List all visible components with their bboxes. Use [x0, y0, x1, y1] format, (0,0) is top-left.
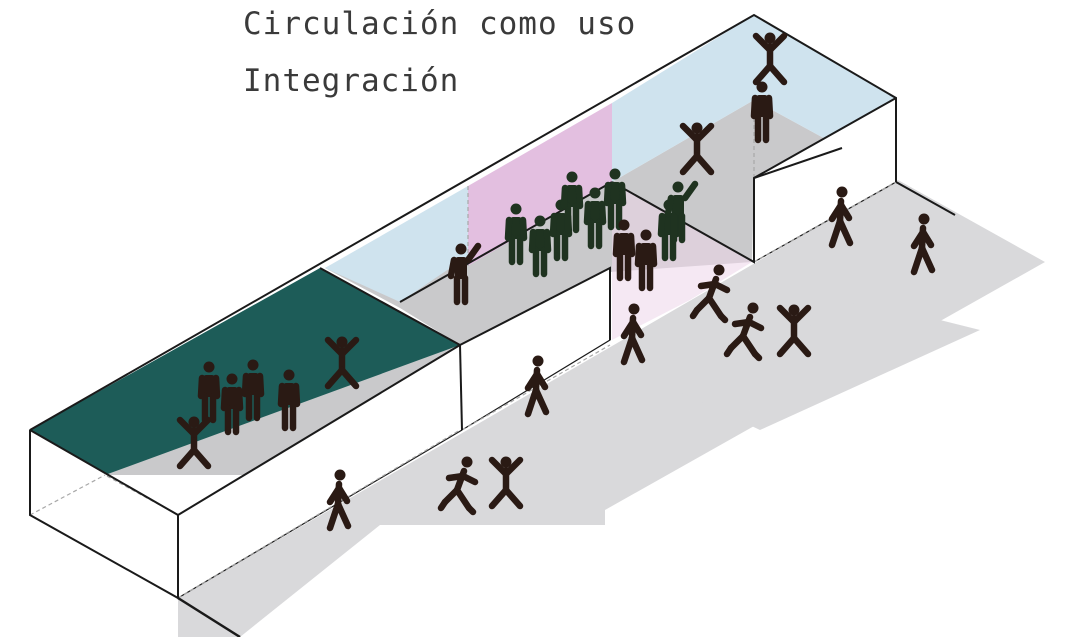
person-wave-icon [447, 242, 482, 306]
person-stand-icon [612, 219, 636, 282]
person-run-icon [689, 264, 731, 324]
person-stand-icon [220, 373, 244, 436]
person-jump-icon [679, 122, 715, 176]
person-stand-icon [583, 187, 607, 250]
pink-floor-overlay [612, 182, 752, 340]
person-jump-icon [324, 336, 360, 390]
person-wave-icon [664, 180, 699, 244]
person-stand-icon [504, 203, 528, 266]
light-blue-zone-left [325, 186, 468, 302]
floor-blue-right-room [612, 100, 842, 262]
person-stand-icon [750, 81, 774, 144]
person-jump-icon [752, 32, 788, 86]
person-stand-icon [241, 359, 265, 422]
person-walk-icon [524, 355, 550, 418]
person-stand-icon [197, 361, 221, 424]
person-run-icon [723, 302, 765, 362]
person-jump-icon [776, 304, 812, 358]
person-stand-icon [603, 168, 627, 231]
people-figures [176, 32, 936, 532]
diagram-title-line-2: Integración [243, 63, 460, 99]
person-jump-icon [488, 456, 524, 510]
diagram-title-line-1: Circulación como uso [243, 6, 637, 42]
person-walk-icon [326, 469, 352, 532]
person-run-icon [437, 456, 479, 516]
person-walk-icon [828, 186, 854, 249]
ground-platform-right [680, 300, 980, 430]
teal-zone [30, 268, 460, 475]
pink-zone [468, 103, 612, 266]
person-walk-icon [620, 303, 646, 366]
ground-plane [178, 180, 1045, 637]
person-stand-icon [528, 215, 552, 278]
building-outlines [29, 13, 956, 637]
person-walk-icon [910, 213, 936, 276]
person-stand-icon [560, 171, 584, 234]
person-stand-icon [634, 229, 658, 292]
person-jump-icon [176, 416, 212, 470]
ground-main [178, 180, 1045, 637]
person-stand-icon [277, 369, 301, 432]
